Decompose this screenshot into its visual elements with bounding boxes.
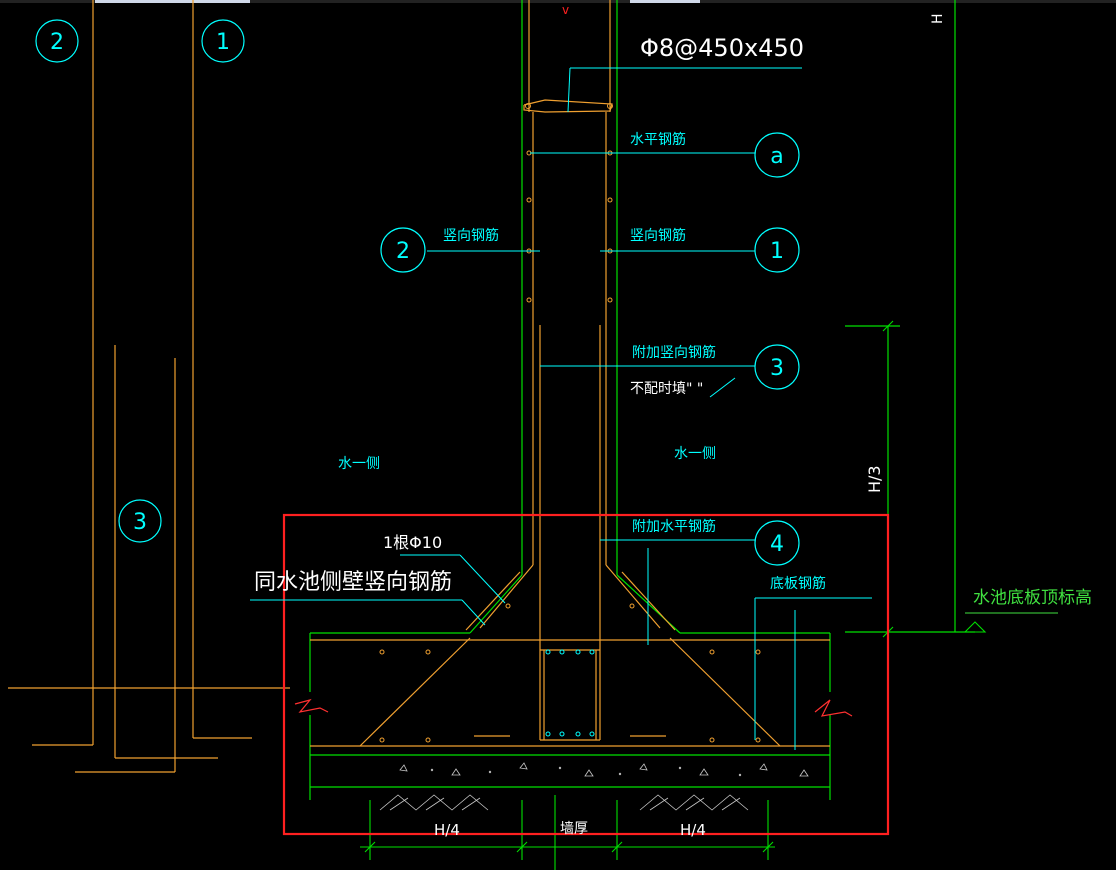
wall-outline	[309, 0, 975, 800]
left-elevation-lines	[8, 0, 290, 773]
wall-rebar	[310, 0, 830, 747]
marker-label: 2	[50, 30, 64, 55]
rebar-spec-label: Φ8@450x450	[640, 34, 804, 62]
highlight-box	[282, 513, 890, 836]
marker-4: 4	[754, 520, 800, 566]
marker-label: 1	[216, 30, 230, 55]
marker-3: 3	[754, 344, 800, 390]
center-rebar-dots	[545, 649, 595, 737]
bottom-slab-rebar-label: 底板钢筋	[770, 575, 826, 592]
vertical-rebar-left-label: 竖向钢筋	[443, 227, 499, 244]
marker-label: 3	[133, 510, 147, 535]
dim-h-over-4-right: H/4	[680, 821, 706, 839]
top-v-mark: v	[562, 3, 569, 17]
marker-2: 2	[380, 227, 426, 273]
soil-hatch	[379, 794, 749, 811]
same-as-wall-label: 同水池侧壁竖向钢筋	[254, 570, 452, 595]
marker-1: 1	[754, 227, 800, 273]
dim-wall-thickness: 墙厚	[560, 821, 588, 837]
marker-label: a	[770, 144, 783, 169]
dim-h: H	[930, 13, 946, 24]
pool-bottom-elevation-label: 水池底板顶标高	[973, 588, 1092, 608]
rebar-dots	[379, 103, 761, 743]
dimension-lines	[360, 320, 987, 870]
leader-lines	[250, 67, 872, 750]
one-bar-label: 1根Φ10	[383, 533, 442, 552]
additional-horizontal-label: 附加水平钢筋	[632, 518, 716, 535]
not-required-label: 不配时填" "	[630, 381, 703, 397]
dim-h-over-3: H/3	[865, 465, 884, 493]
top-strip-tab[interactable]	[630, 0, 700, 3]
water-side-right-label: 水一侧	[674, 446, 716, 462]
marker-label: 3	[770, 356, 784, 381]
marker-top-left-1: 1	[201, 19, 245, 63]
window-top-strip	[0, 0, 1116, 3]
dim-h-over-4-left: H/4	[434, 821, 460, 839]
marker-label: 4	[770, 532, 784, 557]
vertical-rebar-right-label: 竖向钢筋	[630, 227, 686, 244]
marker-top-left-2: 2	[35, 19, 79, 63]
marker-left-3: 3	[118, 499, 162, 543]
marker-label: 2	[396, 239, 410, 264]
water-side-left-label: 水一侧	[338, 456, 380, 472]
marker-label: 1	[770, 239, 784, 264]
marker-a: a	[754, 132, 800, 178]
horizontal-rebar-label: 水平钢筋	[630, 131, 686, 148]
top-strip-tab[interactable]	[95, 0, 250, 3]
tie-bar	[523, 99, 613, 113]
concrete-hatch	[399, 762, 809, 777]
break-lines	[294, 698, 853, 717]
additional-vertical-label: 附加竖向钢筋	[632, 344, 716, 361]
